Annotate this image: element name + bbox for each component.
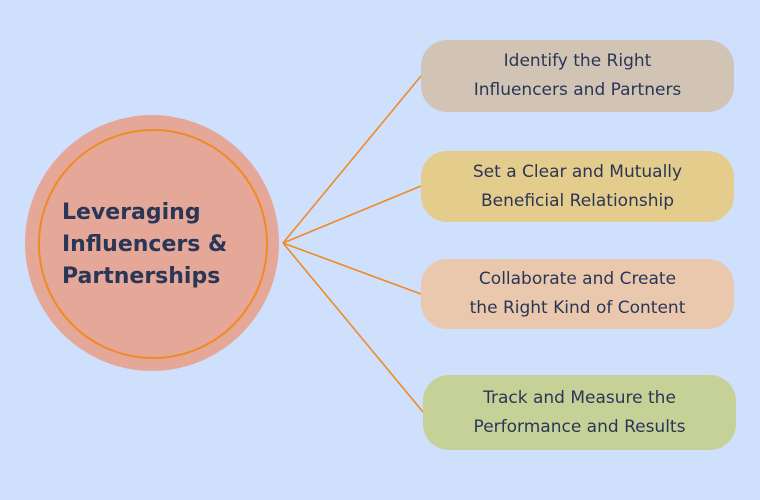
branch-4-line-2: Performance and Results [473,416,686,437]
connector-line-4 [282,242,424,413]
connector-line-3 [282,242,422,295]
center-title-line-3: Partnerships [62,264,221,289]
connector-line-2 [282,185,422,244]
branch-node-content: Collaborate and Create the Right Kind of… [421,259,734,329]
branch-3-line-1: Collaborate and Create [478,269,677,289]
branch-4-line-1: Track and Measure the [483,387,676,408]
branch-1-line-1: Identify the Right [503,51,652,71]
center-title-line-2: Influencers & [62,232,228,257]
branch-node-relationship: Set a Clear and Mutually Beneficial Rela… [421,151,734,222]
center-node-title: Leveraging Influencers & Partnerships [62,197,262,293]
center-title-line-1: Leveraging [62,200,201,225]
branch-node-measure: Track and Measure the Performance and Re… [423,375,736,450]
center-node-ring [38,129,268,359]
branch-node-identify: Identify the Right Influencers and Partn… [421,40,734,112]
branch-2-line-1: Set a Clear and Mutually [472,161,683,182]
connector-line-1 [282,75,422,244]
branch-3-line-2: the Right Kind of Content [469,298,686,318]
branch-2-line-2: Beneficial Relationship [480,190,675,211]
branch-1-line-2: Influencers and Partners [473,80,682,100]
